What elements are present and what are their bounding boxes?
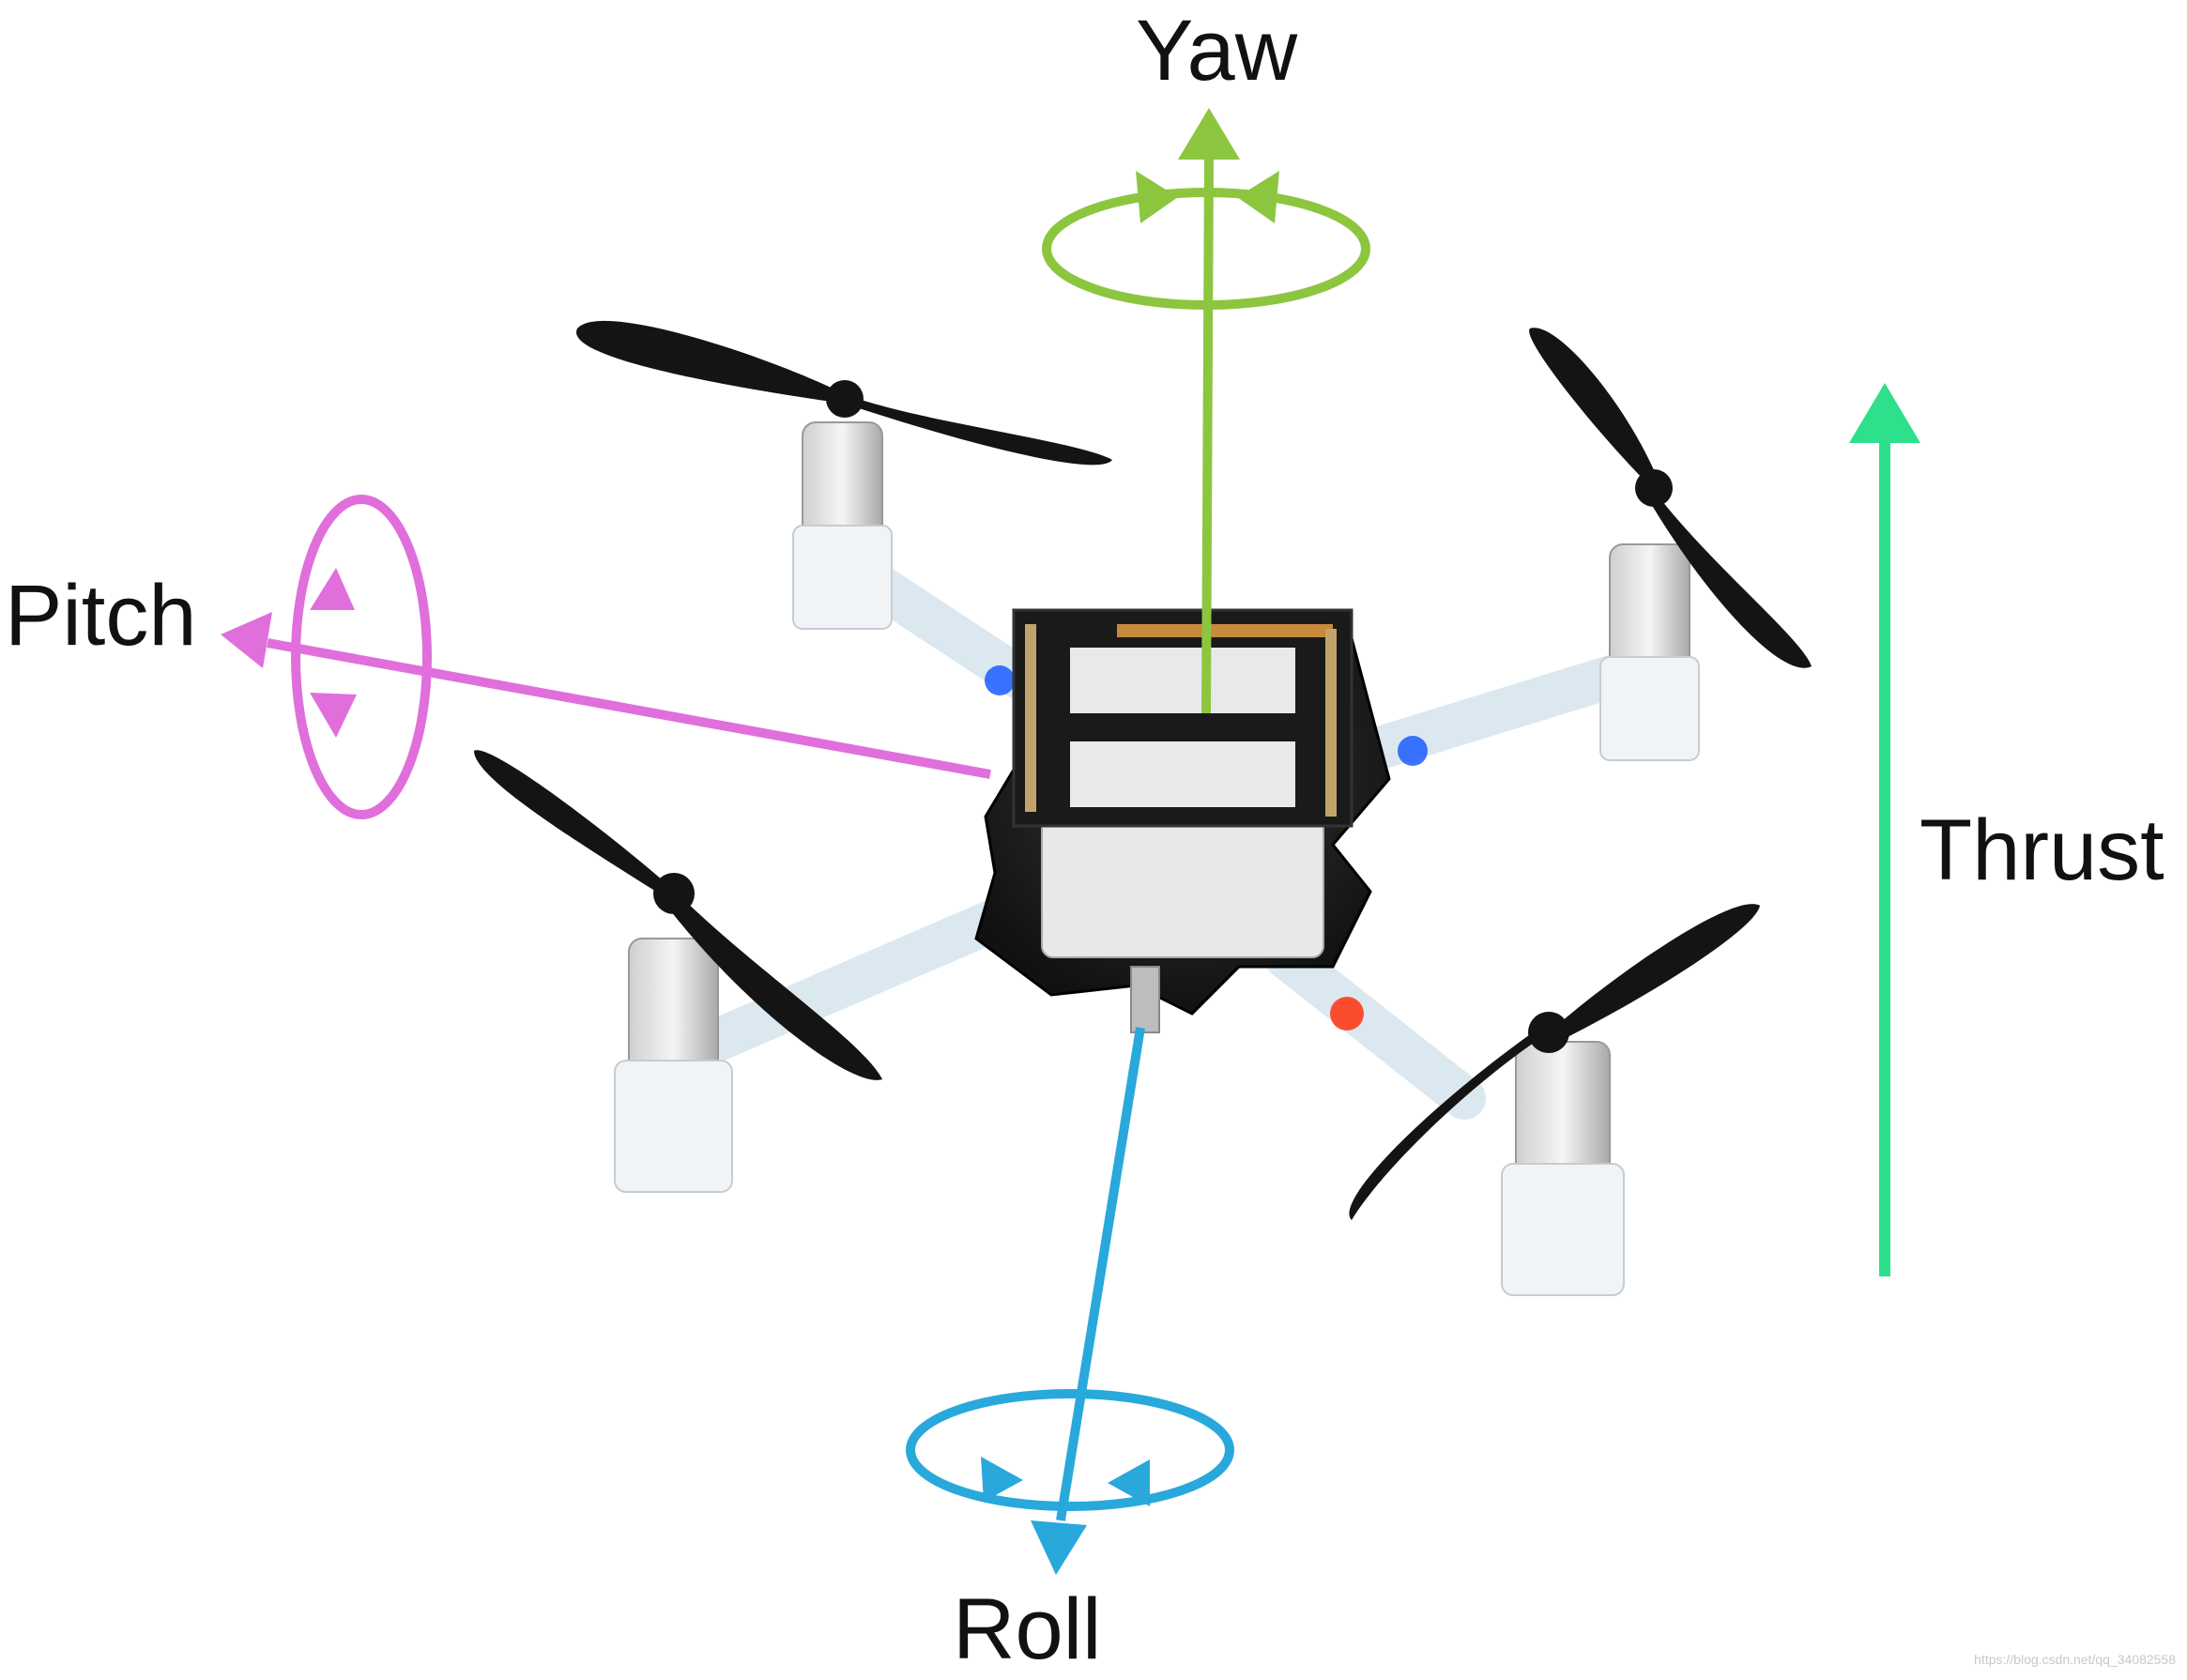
led-blue-right — [1398, 736, 1428, 766]
drone-illustration — [474, 321, 1812, 1295]
led-red — [1330, 997, 1364, 1031]
motor-back-left — [793, 422, 892, 629]
drone-deck — [1014, 610, 1352, 826]
yaw-rotation-arrowhead-left — [1136, 171, 1178, 223]
yaw-label: Yaw — [1136, 8, 1297, 94]
roll-axis-line — [1061, 1028, 1140, 1520]
pitch-axis-line — [268, 643, 990, 774]
motor-front-right — [1502, 1042, 1624, 1295]
led-blue-left — [985, 665, 1015, 695]
drone-battery — [1042, 807, 1323, 957]
watermark-text: https://blog.csdn.net/qq_34082558 — [1974, 1652, 2176, 1667]
yaw-axis-arrowhead — [1178, 108, 1240, 160]
motor-front-left — [615, 939, 732, 1192]
roll-rotation-arrowhead-left — [981, 1457, 1023, 1502]
roll-axis — [910, 1028, 1230, 1520]
motor-back-right — [1600, 544, 1699, 760]
pitch-rotation-arrowhead-top — [310, 568, 355, 610]
drone-front-connector — [1131, 967, 1159, 1032]
pitch-rotation-arrowhead-bottom — [310, 693, 357, 738]
thrust-label: Thrust — [1919, 807, 2164, 893]
roll-label: Roll — [953, 1586, 1101, 1672]
thrust-axis-arrowhead — [1849, 383, 1920, 443]
pitch-axis-arrowhead — [221, 612, 272, 668]
yaw-rotation-arrowhead-right — [1237, 171, 1279, 223]
yaw-axis-line — [1206, 155, 1209, 713]
pitch-label: Pitch — [5, 573, 197, 659]
roll-axis-arrowhead — [1031, 1520, 1087, 1575]
thrust-axis — [1849, 383, 1920, 1276]
